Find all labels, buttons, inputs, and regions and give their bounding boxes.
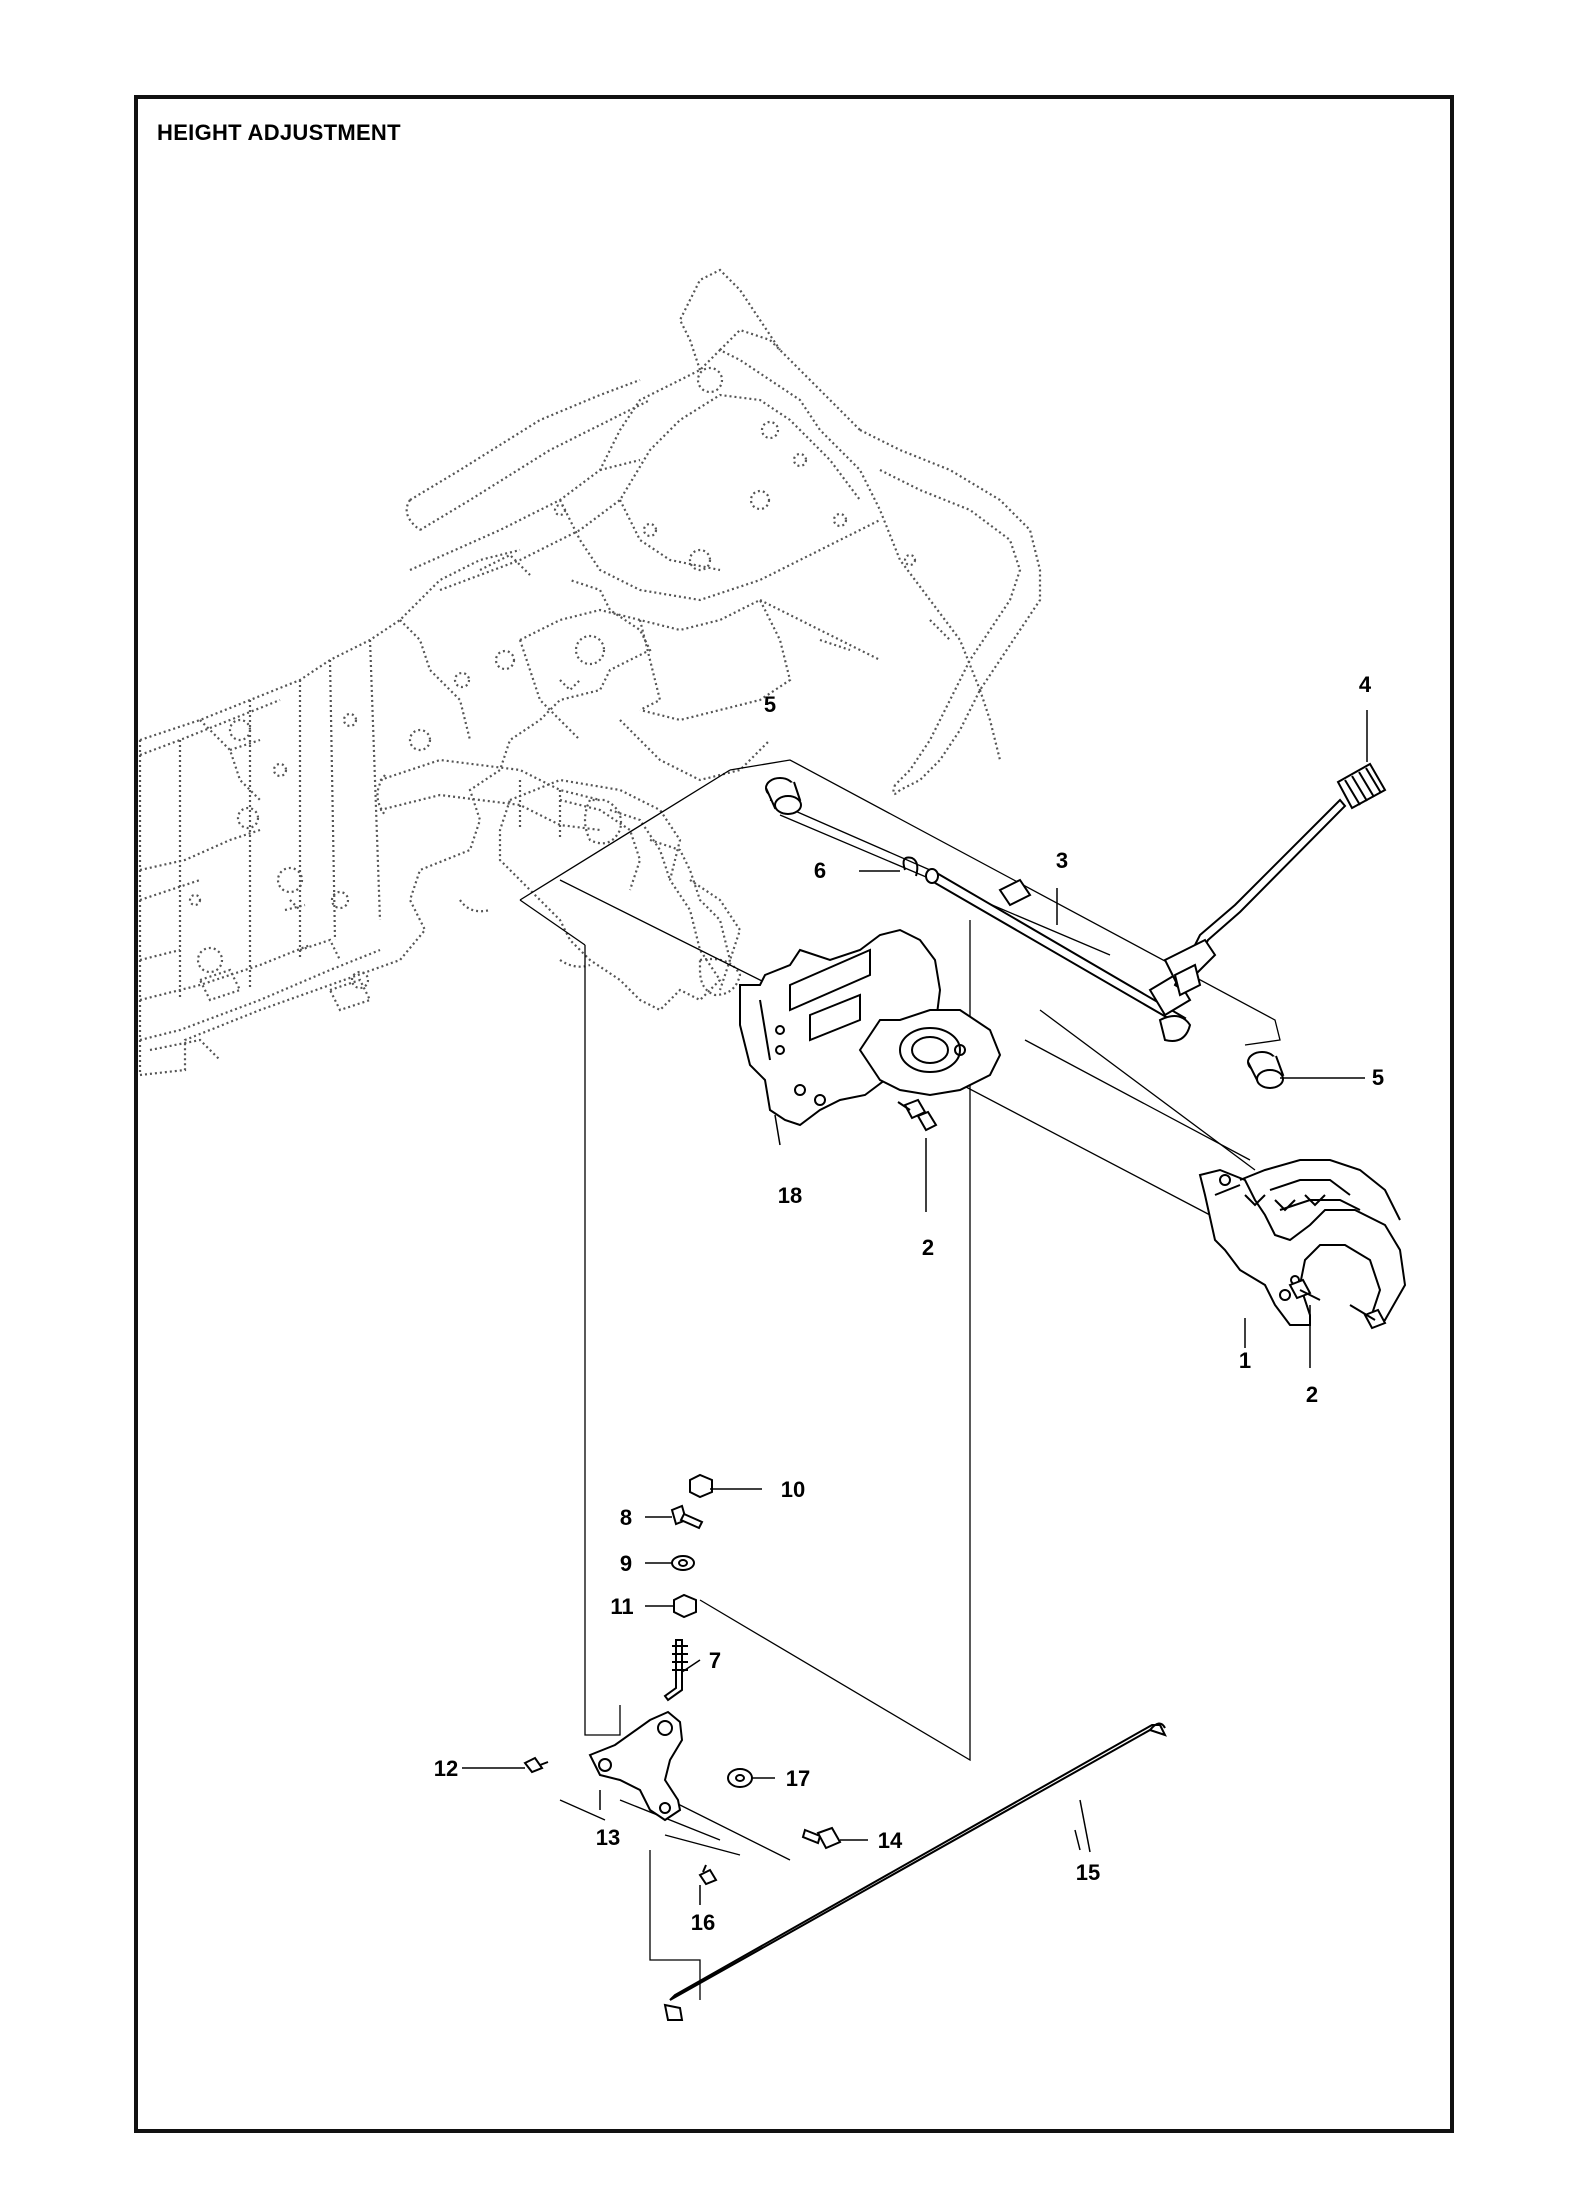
diagram-title: HEIGHT ADJUSTMENT [157,120,401,145]
bolt-part-14 [801,1826,842,1850]
callout-5-right: 5 [1372,1065,1384,1090]
bolt-part-2-right-b [1349,1304,1387,1330]
callout-leaders [462,710,1368,1905]
bracket-plate-part-18 [739,928,1002,1127]
callout-10: 10 [781,1477,805,1502]
callout-2-right: 2 [1306,1382,1318,1407]
callout-4: 4 [1359,672,1372,697]
bolt-part-2-left [897,1098,938,1132]
callout-3: 3 [1056,848,1068,873]
height-plate-part-1 [1198,1159,1407,1326]
bolt-part-2-right-a [1288,1278,1321,1301]
callout-8: 8 [620,1505,632,1530]
callout-5-top: 5 [764,692,776,717]
callout-14: 14 [878,1828,903,1853]
nut-part-11 [673,1593,697,1619]
handle-lever-part-4 [1163,762,1387,997]
callout-17: 17 [786,1766,810,1791]
callout-12: 12 [434,1756,458,1781]
link-rod-part-15 [663,1722,1167,2021]
bushing-part-5-right [1247,1051,1285,1089]
threaded-rod-part-7 [663,1639,688,1702]
callout-6: 6 [814,858,826,883]
lever-shaft-part-3 [925,868,1192,1042]
callout-labels: 5 4 6 3 5 18 2 1 2 10 8 9 11 7 12 17 13 … [434,672,1384,1935]
nut-part-10 [689,1473,713,1499]
callout-13: 13 [596,1825,620,1850]
bushing-part-5-top [765,777,802,815]
callout-7: 7 [709,1648,721,1673]
callout-1: 1 [1239,1348,1251,1373]
pin-part-16 [698,1864,718,1886]
washer-part-9 [671,1555,695,1571]
chassis-frame-ghost [138,268,1042,1077]
pin-part-12 [523,1756,549,1774]
bell-crank-part-13 [588,1710,684,1822]
clip-part-6 [902,856,919,877]
bolt-part-8 [670,1504,704,1530]
callout-11: 11 [610,1594,633,1619]
washer-part-17 [727,1768,753,1788]
callout-2-left: 2 [922,1235,934,1260]
callout-15: 15 [1076,1860,1100,1885]
callout-16: 16 [691,1910,715,1935]
callout-18: 18 [778,1183,802,1208]
callout-9: 9 [620,1551,632,1576]
diagram-frame [134,95,1454,2133]
assembly-guide-lines [519,759,1281,2000]
